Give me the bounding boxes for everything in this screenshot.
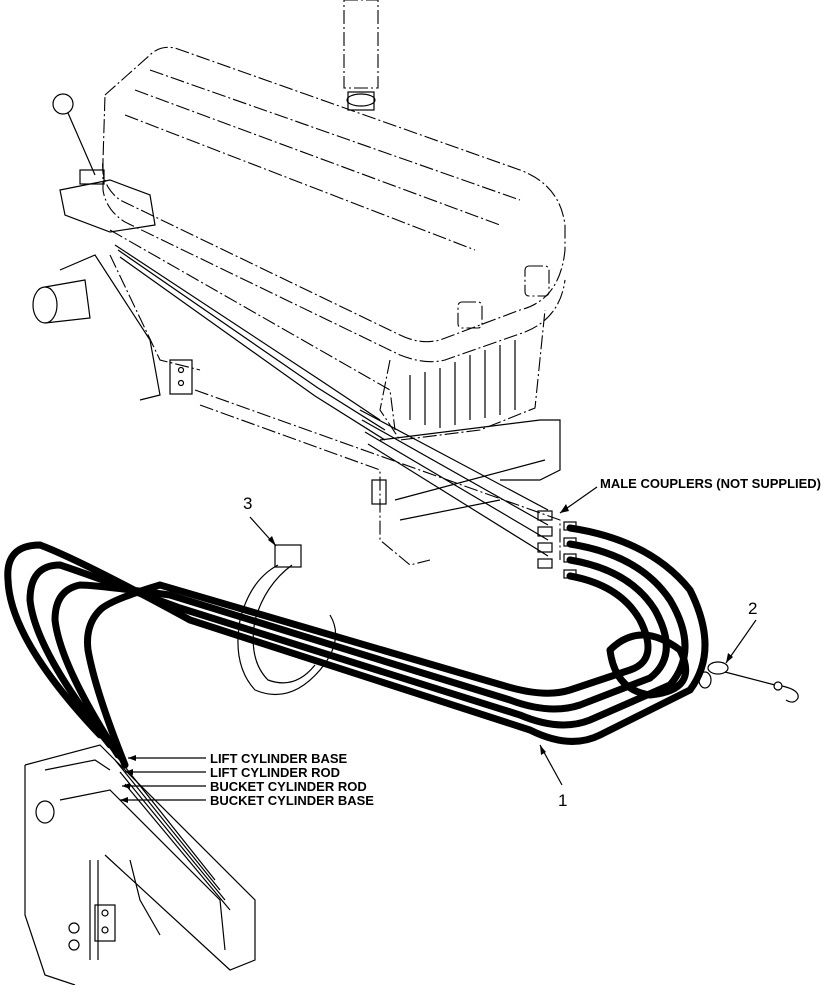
- callout-hose-assembly: 1: [558, 791, 567, 810]
- tractor-body: [32, 0, 566, 566]
- label-bucket-cylinder-base: BUCKET CYLINDER BASE: [210, 793, 374, 808]
- pto-stub: [32, 279, 91, 324]
- callout-clamp: 3: [243, 494, 252, 513]
- cylinder-leader-lines: [120, 755, 206, 803]
- hood: [102, 46, 566, 343]
- male-couplers: [537, 486, 598, 569]
- tie-strap: [698, 619, 799, 703]
- hose-clamp: [237, 516, 337, 696]
- label-lift-cylinder-rod: LIFT CYLINDER ROD: [210, 765, 340, 780]
- exhaust-stack: [343, 0, 379, 111]
- male-couplers-label: MALE COUPLERS (NOT SUPPLIED): [600, 476, 821, 491]
- callout-tie-strap: 2: [748, 599, 757, 618]
- control-lever: [52, 93, 156, 233]
- label-bucket-cylinder-rod: BUCKET CYLINDER ROD: [210, 779, 367, 794]
- loader-upright: [24, 744, 256, 985]
- hydraulic-hose-bundle: [4, 521, 709, 769]
- label-lift-cylinder-base: LIFT CYLINDER BASE: [210, 751, 348, 766]
